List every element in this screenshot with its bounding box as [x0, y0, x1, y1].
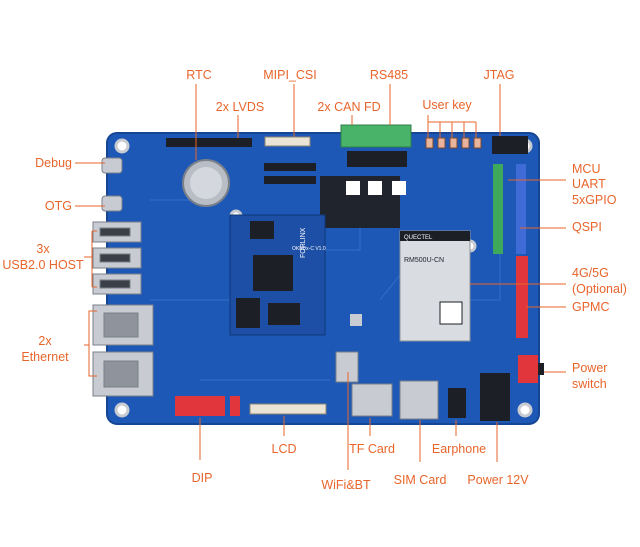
wifi-bt-chip — [335, 351, 359, 383]
lcd-connector — [249, 403, 327, 415]
usb-host-ports — [92, 221, 142, 295]
label-jtag: JTAG — [483, 68, 515, 82]
lte-brand-text: QUECTEL — [404, 235, 433, 241]
som-module: FORLINX OKEDx-C V1.0 — [229, 214, 326, 336]
user-keys — [425, 137, 482, 149]
power-switch — [518, 355, 538, 383]
label-power: Power — [572, 361, 608, 375]
jtag-header — [492, 136, 528, 154]
label-ethernet-count: 2x — [38, 334, 52, 348]
power-jack — [480, 373, 510, 421]
debug-port — [101, 157, 123, 174]
label-gpio: 5xGPIO — [572, 193, 617, 207]
model-text: OKEDx-C V1.0 — [292, 246, 326, 252]
brand-text: FORLINX — [300, 227, 307, 258]
rtc-battery — [182, 159, 230, 207]
mipi-csi-connector — [264, 136, 311, 147]
label-lcd: LCD — [271, 442, 297, 456]
mcu-gpio-header — [493, 164, 526, 254]
label-mcu: MCU — [572, 162, 601, 176]
otg-port — [101, 195, 123, 212]
lte-model-text: RM500U-CN — [404, 257, 444, 264]
label-qspi: QSPI — [572, 220, 602, 234]
ethernet-ports — [92, 304, 154, 397]
label-user-key: User key — [422, 98, 472, 112]
label-debug: Debug — [35, 156, 72, 170]
terminal-blocks — [320, 124, 412, 228]
reset-key — [350, 314, 362, 326]
dip-switch-extra — [230, 396, 240, 416]
gpmc-header — [516, 256, 528, 338]
label-optional: (Optional) — [572, 282, 627, 296]
label-usb-host: USB2.0 HOST — [2, 258, 84, 272]
label-can-fd: 2x CAN FD — [317, 100, 381, 114]
label-mipi-csi: MIPI_CSI — [263, 68, 317, 82]
label-otg: OTG — [44, 199, 72, 213]
lte-module: QUECTEL RM500U-CN — [399, 230, 471, 342]
label-rtc: RTC — [186, 68, 212, 82]
label-sim-card: SIM Card — [393, 473, 447, 487]
label-dip: DIP — [191, 471, 213, 485]
label-wifi-bt: WiFi&BT — [321, 478, 371, 492]
label-earphone: Earphone — [431, 442, 487, 456]
sim-card-slot — [399, 380, 439, 420]
label-power-12v: Power 12V — [467, 473, 529, 487]
label-uart: UART — [572, 177, 606, 191]
label-4g5g: 4G/5G — [572, 266, 609, 280]
label-usb-host-count: 3x — [36, 242, 50, 256]
callout-lines — [75, 84, 566, 470]
label-lvds: 2x LVDS — [215, 100, 265, 114]
label-ethernet: Ethernet — [21, 350, 69, 364]
power-switch-lever — [538, 363, 544, 375]
tf-card-slot — [351, 383, 393, 417]
label-switch: switch — [572, 377, 607, 391]
dip-switch — [175, 396, 225, 416]
mounting-holes — [114, 138, 533, 418]
lvds-connector — [166, 138, 316, 184]
label-gpmc: GPMC — [572, 300, 610, 314]
label-tf-card: TF Card — [349, 442, 395, 456]
label-rs485: RS485 — [369, 68, 409, 82]
earphone-jack — [448, 388, 466, 418]
